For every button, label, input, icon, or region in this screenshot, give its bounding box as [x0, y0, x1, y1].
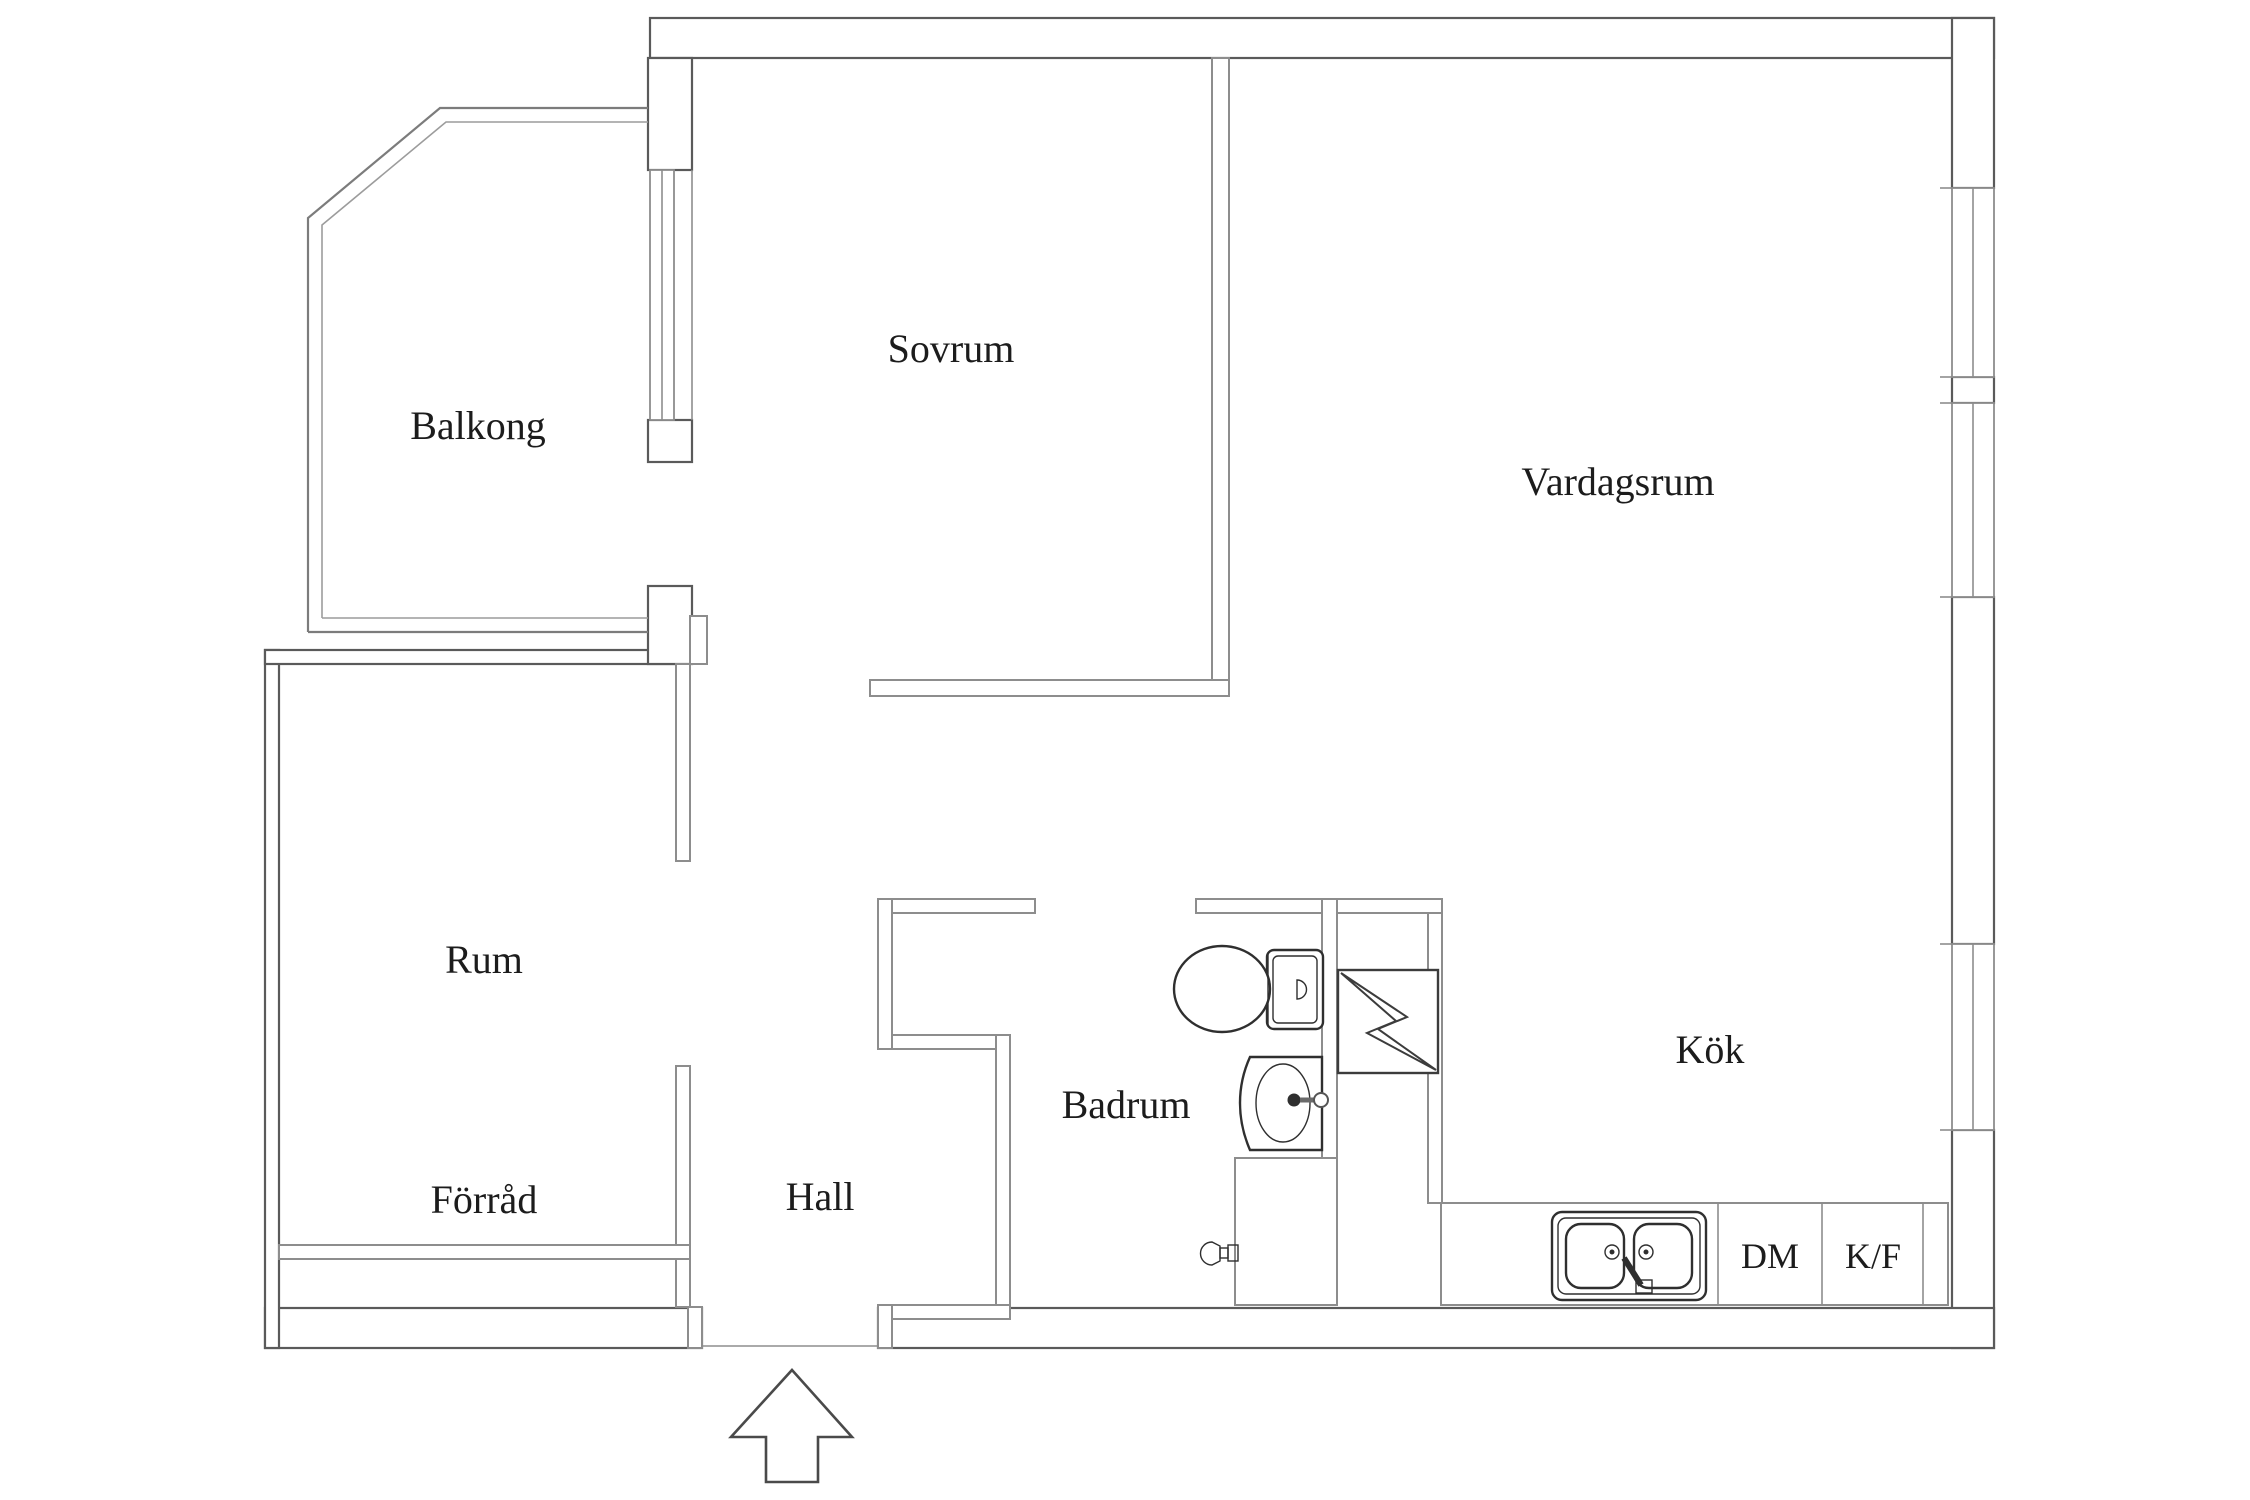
kitchen-counter — [1440, 1202, 1949, 1306]
toilet-flush-button — [1296, 979, 1308, 1000]
tap-head — [1227, 1244, 1239, 1262]
windows — [649, 169, 1995, 1131]
room-label-hall: Hall — [786, 1174, 855, 1219]
balcony-railing — [306, 106, 648, 634]
window-balkong-sovrum — [649, 169, 693, 421]
wall-rum-right-lower — [675, 1065, 691, 1308]
interior-walls — [278, 57, 1443, 1349]
electrical-shaft-icon — [1336, 968, 1440, 1075]
entrance-left-stub — [687, 1306, 703, 1349]
wall-exterior-top — [648, 16, 1996, 60]
room-label-kok: Kök — [1676, 1027, 1745, 1072]
wall-badrum-top — [1195, 898, 1443, 914]
wall-exterior-right-2 — [1950, 375, 1996, 405]
bathroom-fixtures — [1172, 944, 1329, 1266]
sink-basin-left — [1564, 1222, 1626, 1290]
room-label-sovrum: Sovrum — [888, 326, 1015, 371]
entrance-arrow-icon — [728, 1368, 855, 1484]
wall-exterior-left — [263, 648, 281, 1350]
exterior-walls — [263, 16, 1996, 1350]
room-label-vardagsrum: Vardagsrum — [1521, 459, 1714, 504]
wall-hall-right-upper — [877, 898, 893, 1050]
balcony-door-jamb — [689, 615, 708, 665]
wall-rum-right-upper — [675, 663, 691, 862]
window-kok — [1940, 943, 1995, 1131]
entrance-right-stub — [877, 1304, 893, 1349]
wall-rum-forrad-divider — [278, 1244, 691, 1260]
room-labels: Balkong Sovrum Vardagsrum Rum Förråd Hal… — [410, 326, 1744, 1222]
toilet-icon — [1172, 944, 1325, 1034]
wall-hall-jog — [891, 1034, 997, 1050]
sink-frame-inner — [1557, 1217, 1701, 1295]
window-vardagsrum-1 — [1940, 187, 1995, 378]
room-label-balkong: Balkong — [410, 403, 546, 448]
wall-balcony-side-upper — [646, 56, 694, 172]
lightning-bolt — [1340, 972, 1437, 1071]
shower-tap-icon — [1199, 1241, 1239, 1266]
sink-tap-right-dot — [1643, 1249, 1649, 1255]
toilet-tank — [1265, 948, 1325, 1031]
wall-hall-bottom-jog — [877, 1304, 1011, 1320]
appliance-labels: DM K/F — [1741, 1236, 1901, 1276]
room-label-rum: Rum — [445, 937, 523, 982]
tap-stem — [1219, 1247, 1229, 1259]
shaft-box — [1336, 968, 1440, 1075]
wall-sovrum-vardagsrum — [1211, 57, 1230, 697]
balcony-rail-outer — [306, 106, 648, 632]
washbasin-drain — [1287, 1093, 1301, 1107]
wall-hall-top — [877, 898, 1036, 914]
kitchen-sink-icon — [1550, 1210, 1708, 1302]
room-label-forrad: Förråd — [431, 1177, 538, 1222]
washbasin-bowl — [1255, 1063, 1311, 1143]
sink-tap-left-dot — [1609, 1249, 1615, 1255]
wall-hall-right-lower — [995, 1034, 1011, 1320]
tap-cup — [1199, 1241, 1221, 1266]
wall-exterior-bottom-right — [876, 1306, 1996, 1350]
wall-lower-block-top — [263, 648, 692, 666]
wall-badrum-right — [1321, 898, 1338, 1159]
sink-basin-right — [1632, 1222, 1694, 1290]
balcony-rail-inner — [321, 121, 648, 618]
wall-exterior-bottom-left — [263, 1306, 704, 1350]
room-label-badrum: Badrum — [1062, 1082, 1191, 1127]
washbasin-icon — [1238, 1055, 1329, 1152]
dishwasher-label: DM — [1741, 1236, 1799, 1276]
wall-sovrum-bottom — [869, 679, 1230, 697]
fridge-freezer-label: K/F — [1845, 1236, 1901, 1276]
wall-exterior-right-3 — [1950, 595, 1996, 946]
toilet-tank-inner — [1272, 955, 1318, 1024]
sink-tap-right — [1638, 1244, 1654, 1260]
window-vardagsrum-2 — [1940, 402, 1995, 598]
duct-block — [1234, 1157, 1338, 1306]
wall-balcony-side-lower — [646, 584, 694, 666]
wall-balcony-side-mid — [646, 418, 694, 464]
sink-faucet-base — [1635, 1279, 1653, 1294]
sink-tap-left — [1604, 1244, 1620, 1260]
wall-exterior-right-1 — [1950, 16, 1996, 190]
toilet-bowl — [1172, 944, 1272, 1034]
washbasin-faucet-knob — [1313, 1092, 1329, 1108]
